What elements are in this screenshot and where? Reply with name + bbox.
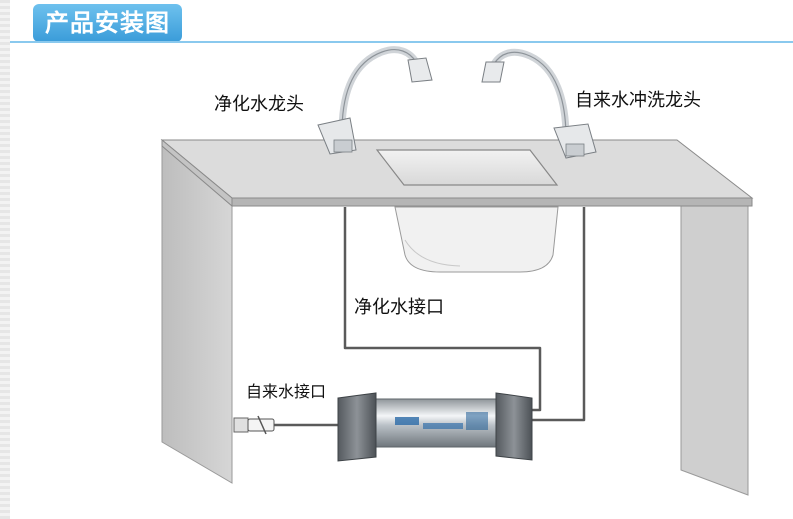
rinse-faucet-label: 自来水冲洗龙头 [575, 90, 701, 111]
purified-faucet-label: 净化水龙头 [214, 94, 304, 115]
purified-faucet-icon [317, 46, 433, 155]
pipes [272, 207, 586, 427]
title-underline [10, 41, 793, 43]
water-filter-unit [337, 392, 533, 462]
sink-basin [375, 149, 559, 273]
left-decorative-rail [0, 0, 10, 519]
tap-inlet-valve-icon [233, 415, 275, 435]
cabinet-right-panel [680, 204, 749, 496]
purified-outlet-label: 净化水接口 [354, 297, 444, 318]
rinse-faucet-icon [481, 48, 597, 159]
tap-inlet-label: 自来水接口 [246, 382, 327, 401]
page-title: 产品安装图 [33, 4, 182, 42]
